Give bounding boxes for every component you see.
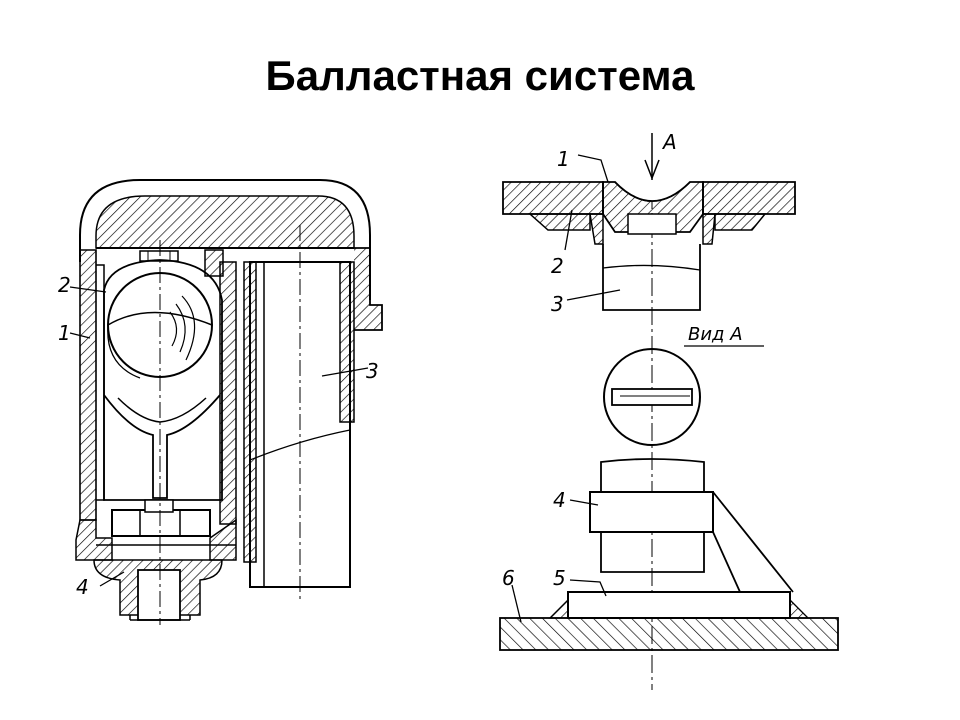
arrow-label-a: A: [661, 130, 677, 154]
float-stem: [103, 394, 221, 499]
callout-3: 3: [366, 359, 379, 383]
view-a-label: Вид А: [688, 324, 743, 345]
top-seat: [139, 250, 179, 262]
bottom-flange: [75, 519, 113, 561]
callout-top-1: 1: [557, 147, 570, 171]
float-cage: [103, 259, 223, 501]
floor-6: [499, 617, 839, 651]
callout-6-floor: 6: [502, 566, 515, 590]
top-plate: [502, 181, 604, 215]
view-a-circle: [603, 348, 701, 446]
pipe-3-top: [602, 244, 701, 311]
callout-4: 4: [76, 575, 89, 599]
callout-4-clamp: 4: [553, 488, 566, 512]
right-view-drawing: [499, 133, 839, 690]
right-callouts: A 1 2 3 Вид А 4 5 6: [502, 130, 743, 590]
base-plate-5: [567, 591, 791, 619]
left-section-drawing: [69, 179, 383, 625]
callout-top-2: 2: [551, 254, 564, 278]
callout-top-3: 3: [551, 292, 564, 316]
left-callouts: 2 1 3 4: [58, 273, 379, 599]
callout-2: 2: [58, 273, 71, 297]
slide-title: Балластная система: [265, 52, 695, 99]
cap-lug: [354, 247, 383, 331]
hex-nut: [111, 509, 211, 537]
callout-5-plate: 5: [553, 566, 566, 590]
view-a-slot: [611, 388, 693, 406]
view-arrow: [644, 159, 660, 181]
clamp-4: [589, 491, 714, 533]
housing-cap: [79, 179, 371, 300]
callout-1: 1: [58, 321, 71, 345]
